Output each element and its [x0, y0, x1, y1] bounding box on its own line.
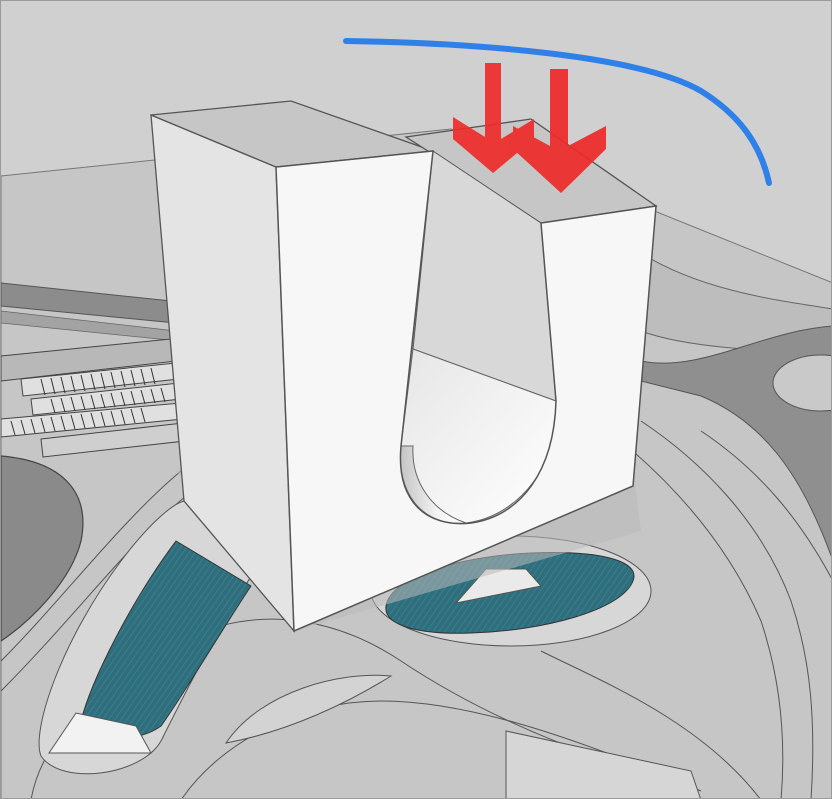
massing-model-svg [1, 1, 832, 799]
diagram-canvas [0, 0, 832, 799]
